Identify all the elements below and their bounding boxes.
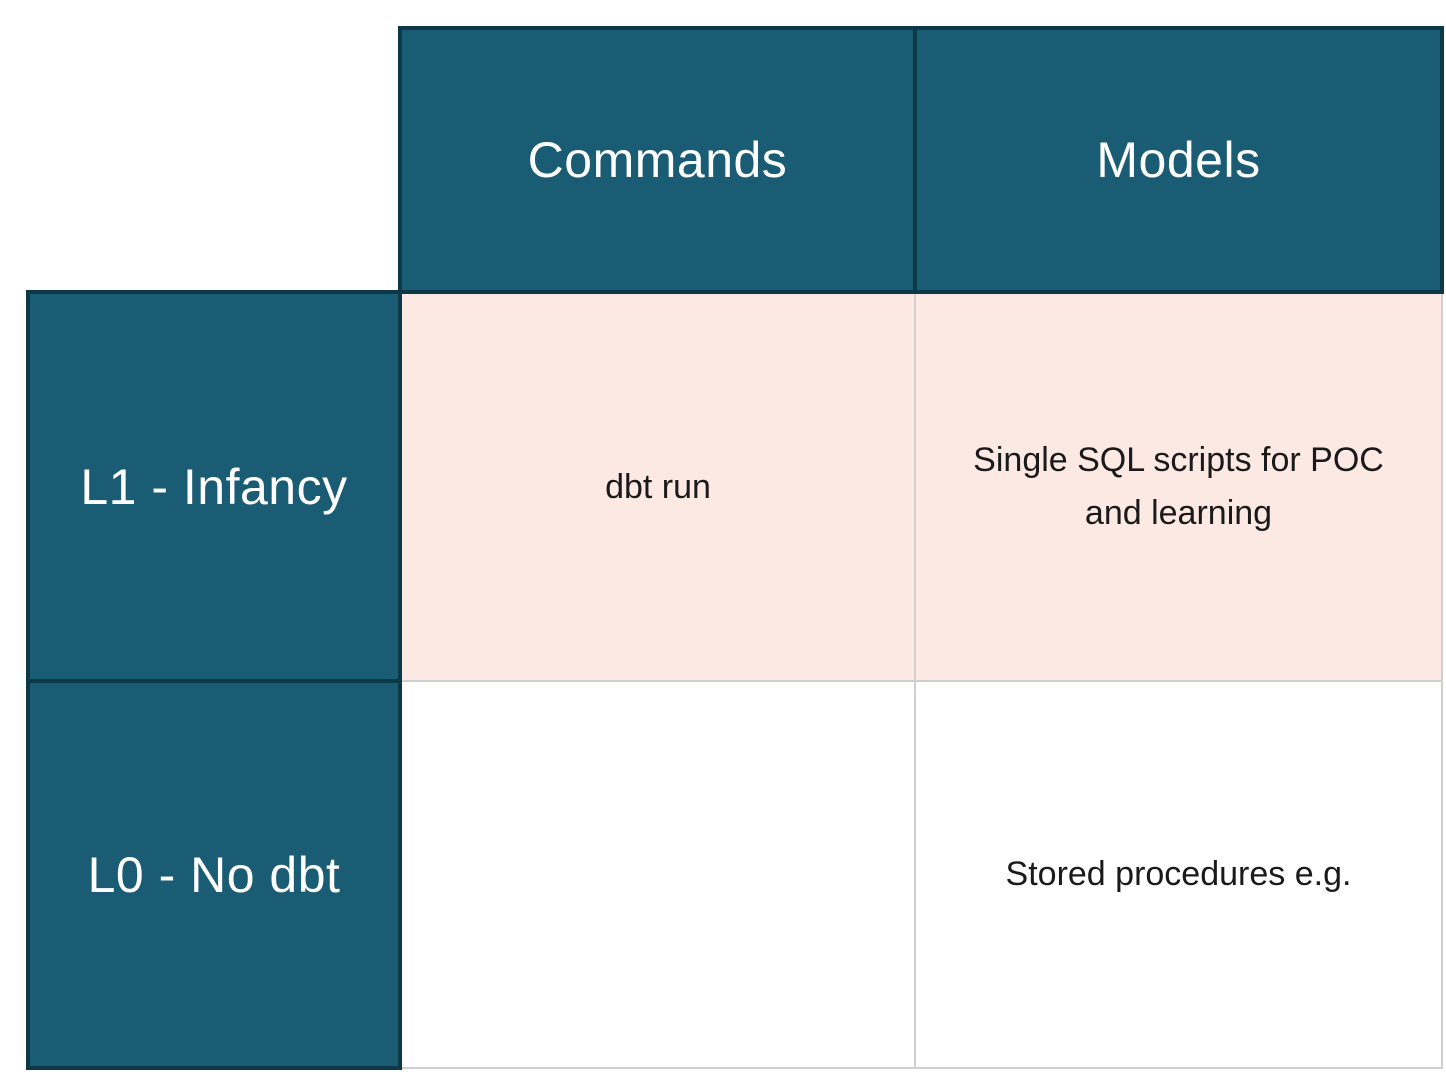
- cell-l0-commands: [399, 680, 916, 1069]
- row-header-l1-infancy: L1 - Infancy: [26, 290, 402, 683]
- column-header-commands: Commands: [398, 26, 917, 294]
- maturity-matrix-table: Commands Models L1 - Infancy dbt run Sin…: [26, 26, 1444, 1070]
- table-row-l0-no-dbt: L0 - No dbt Stored procedures e.g.: [26, 679, 1443, 1070]
- cell-l1-commands: dbt run: [399, 291, 916, 682]
- column-header-models: Models: [913, 26, 1444, 294]
- table-row-l1-infancy: L1 - Infancy dbt run Single SQL scripts …: [26, 290, 1443, 683]
- row-header-l0-no-dbt: L0 - No dbt: [26, 679, 402, 1070]
- cell-l0-models: Stored procedures e.g.: [914, 680, 1443, 1069]
- corner-cell: [28, 28, 400, 292]
- cell-l1-models: Single SQL scripts for POC and learning: [914, 291, 1443, 682]
